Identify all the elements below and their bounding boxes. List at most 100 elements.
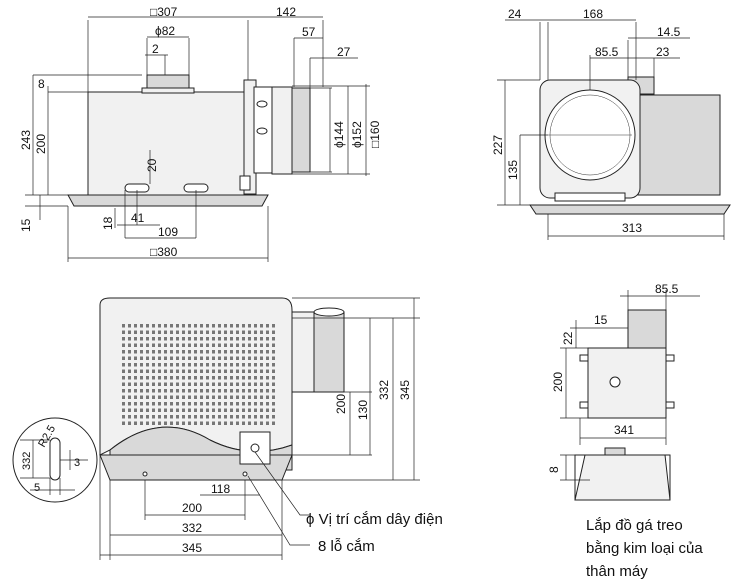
vent-slot — [218, 343, 221, 347]
vent-slot — [266, 356, 269, 360]
vent-slot — [152, 395, 155, 399]
vent-slot — [188, 402, 191, 406]
vent-slot — [194, 343, 197, 347]
dim-41: 41 — [131, 211, 145, 225]
vent-slot — [266, 395, 269, 399]
vent-slot — [272, 382, 275, 386]
vent-slot — [164, 395, 167, 399]
vent-slot — [218, 415, 221, 419]
vent-slot — [230, 402, 233, 406]
vent-slot — [188, 324, 191, 328]
vent-slot — [260, 421, 263, 425]
vent-slot — [134, 389, 137, 393]
vent-slot — [146, 402, 149, 406]
dim-200: 200 — [34, 134, 48, 154]
vent-slot — [128, 330, 131, 334]
dim-227: 227 — [491, 135, 505, 155]
vent-slot — [272, 350, 275, 354]
vent-slot — [200, 382, 203, 386]
vent-slot — [242, 356, 245, 360]
dim-sq380: □380 — [150, 245, 178, 259]
dim-200: 200 — [551, 372, 565, 392]
vent-slot — [206, 343, 209, 347]
vent-slot — [152, 330, 155, 334]
vent-slot — [218, 356, 221, 360]
vent-slot — [152, 324, 155, 328]
vent-slot — [122, 324, 125, 328]
vent-slot — [164, 415, 167, 419]
vent-slot — [218, 421, 221, 425]
vent-slot — [218, 330, 221, 334]
vent-slot — [236, 356, 239, 360]
vent-slot — [176, 376, 179, 380]
vent-slot — [224, 376, 227, 380]
vent-slot — [176, 363, 179, 367]
vent-slot — [188, 330, 191, 334]
vent-slot — [188, 350, 191, 354]
vent-slot — [266, 350, 269, 354]
vent-slot — [224, 395, 227, 399]
dim-22: 22 — [561, 331, 575, 345]
dim-24: 24 — [508, 7, 522, 21]
vent-slot — [272, 356, 275, 360]
vent-slot — [266, 402, 269, 406]
vent-slot — [200, 350, 203, 354]
vent-slot — [182, 343, 185, 347]
vent-slot — [260, 363, 263, 367]
vent-slot — [212, 356, 215, 360]
vent-slot — [140, 343, 143, 347]
vent-slot — [194, 369, 197, 373]
vent-slot — [230, 369, 233, 373]
vent-slot — [248, 369, 251, 373]
vent-slot — [212, 415, 215, 419]
vent-slot — [236, 337, 239, 341]
vent-slot — [158, 421, 161, 425]
vent-slot — [140, 395, 143, 399]
vent-slot — [182, 376, 185, 380]
vent-slot — [224, 415, 227, 419]
dim-15: 15 — [594, 313, 608, 327]
vent-slot — [242, 389, 245, 393]
vent-slot — [230, 330, 233, 334]
vent-slot — [134, 408, 137, 412]
vent-slot — [248, 415, 251, 419]
vent-slot — [164, 376, 167, 380]
vent-slot — [128, 363, 131, 367]
vent-slot — [266, 376, 269, 380]
vent-slot — [140, 337, 143, 341]
vent-slot — [212, 395, 215, 399]
vent-slot — [200, 415, 203, 419]
bracket-view: 85.5 15 22 200 341 8 Lắp đồ gá treo bằng… — [547, 282, 703, 580]
vent-slot — [146, 382, 149, 386]
vent-slot — [194, 421, 197, 425]
vent-slot — [230, 324, 233, 328]
vent-slot — [212, 350, 215, 354]
vent-slot — [230, 408, 233, 412]
vent-slot — [236, 343, 239, 347]
vent-slot — [194, 350, 197, 354]
vent-slot — [194, 408, 197, 412]
vent-slot — [152, 376, 155, 380]
caption-line-3: thân máy — [586, 563, 648, 580]
vent-slot — [248, 350, 251, 354]
vent-slot — [194, 330, 197, 334]
vent-slot — [242, 421, 245, 425]
vent-slot — [128, 402, 131, 406]
vent-slot — [236, 408, 239, 412]
vent-slot — [260, 350, 263, 354]
vent-slot — [128, 415, 131, 419]
vent-slot — [272, 337, 275, 341]
vent-slot — [170, 376, 173, 380]
vent-slot — [194, 395, 197, 399]
vent-slot — [170, 408, 173, 412]
vent-slot — [134, 343, 137, 347]
vent-slot — [176, 369, 179, 373]
vent-slot — [170, 369, 173, 373]
vent-slot — [254, 395, 257, 399]
vent-slot — [200, 363, 203, 367]
vent-slot — [152, 343, 155, 347]
vent-slot — [164, 330, 167, 334]
vent-slot — [236, 421, 239, 425]
vent-slot — [218, 402, 221, 406]
vent-slot — [146, 415, 149, 419]
